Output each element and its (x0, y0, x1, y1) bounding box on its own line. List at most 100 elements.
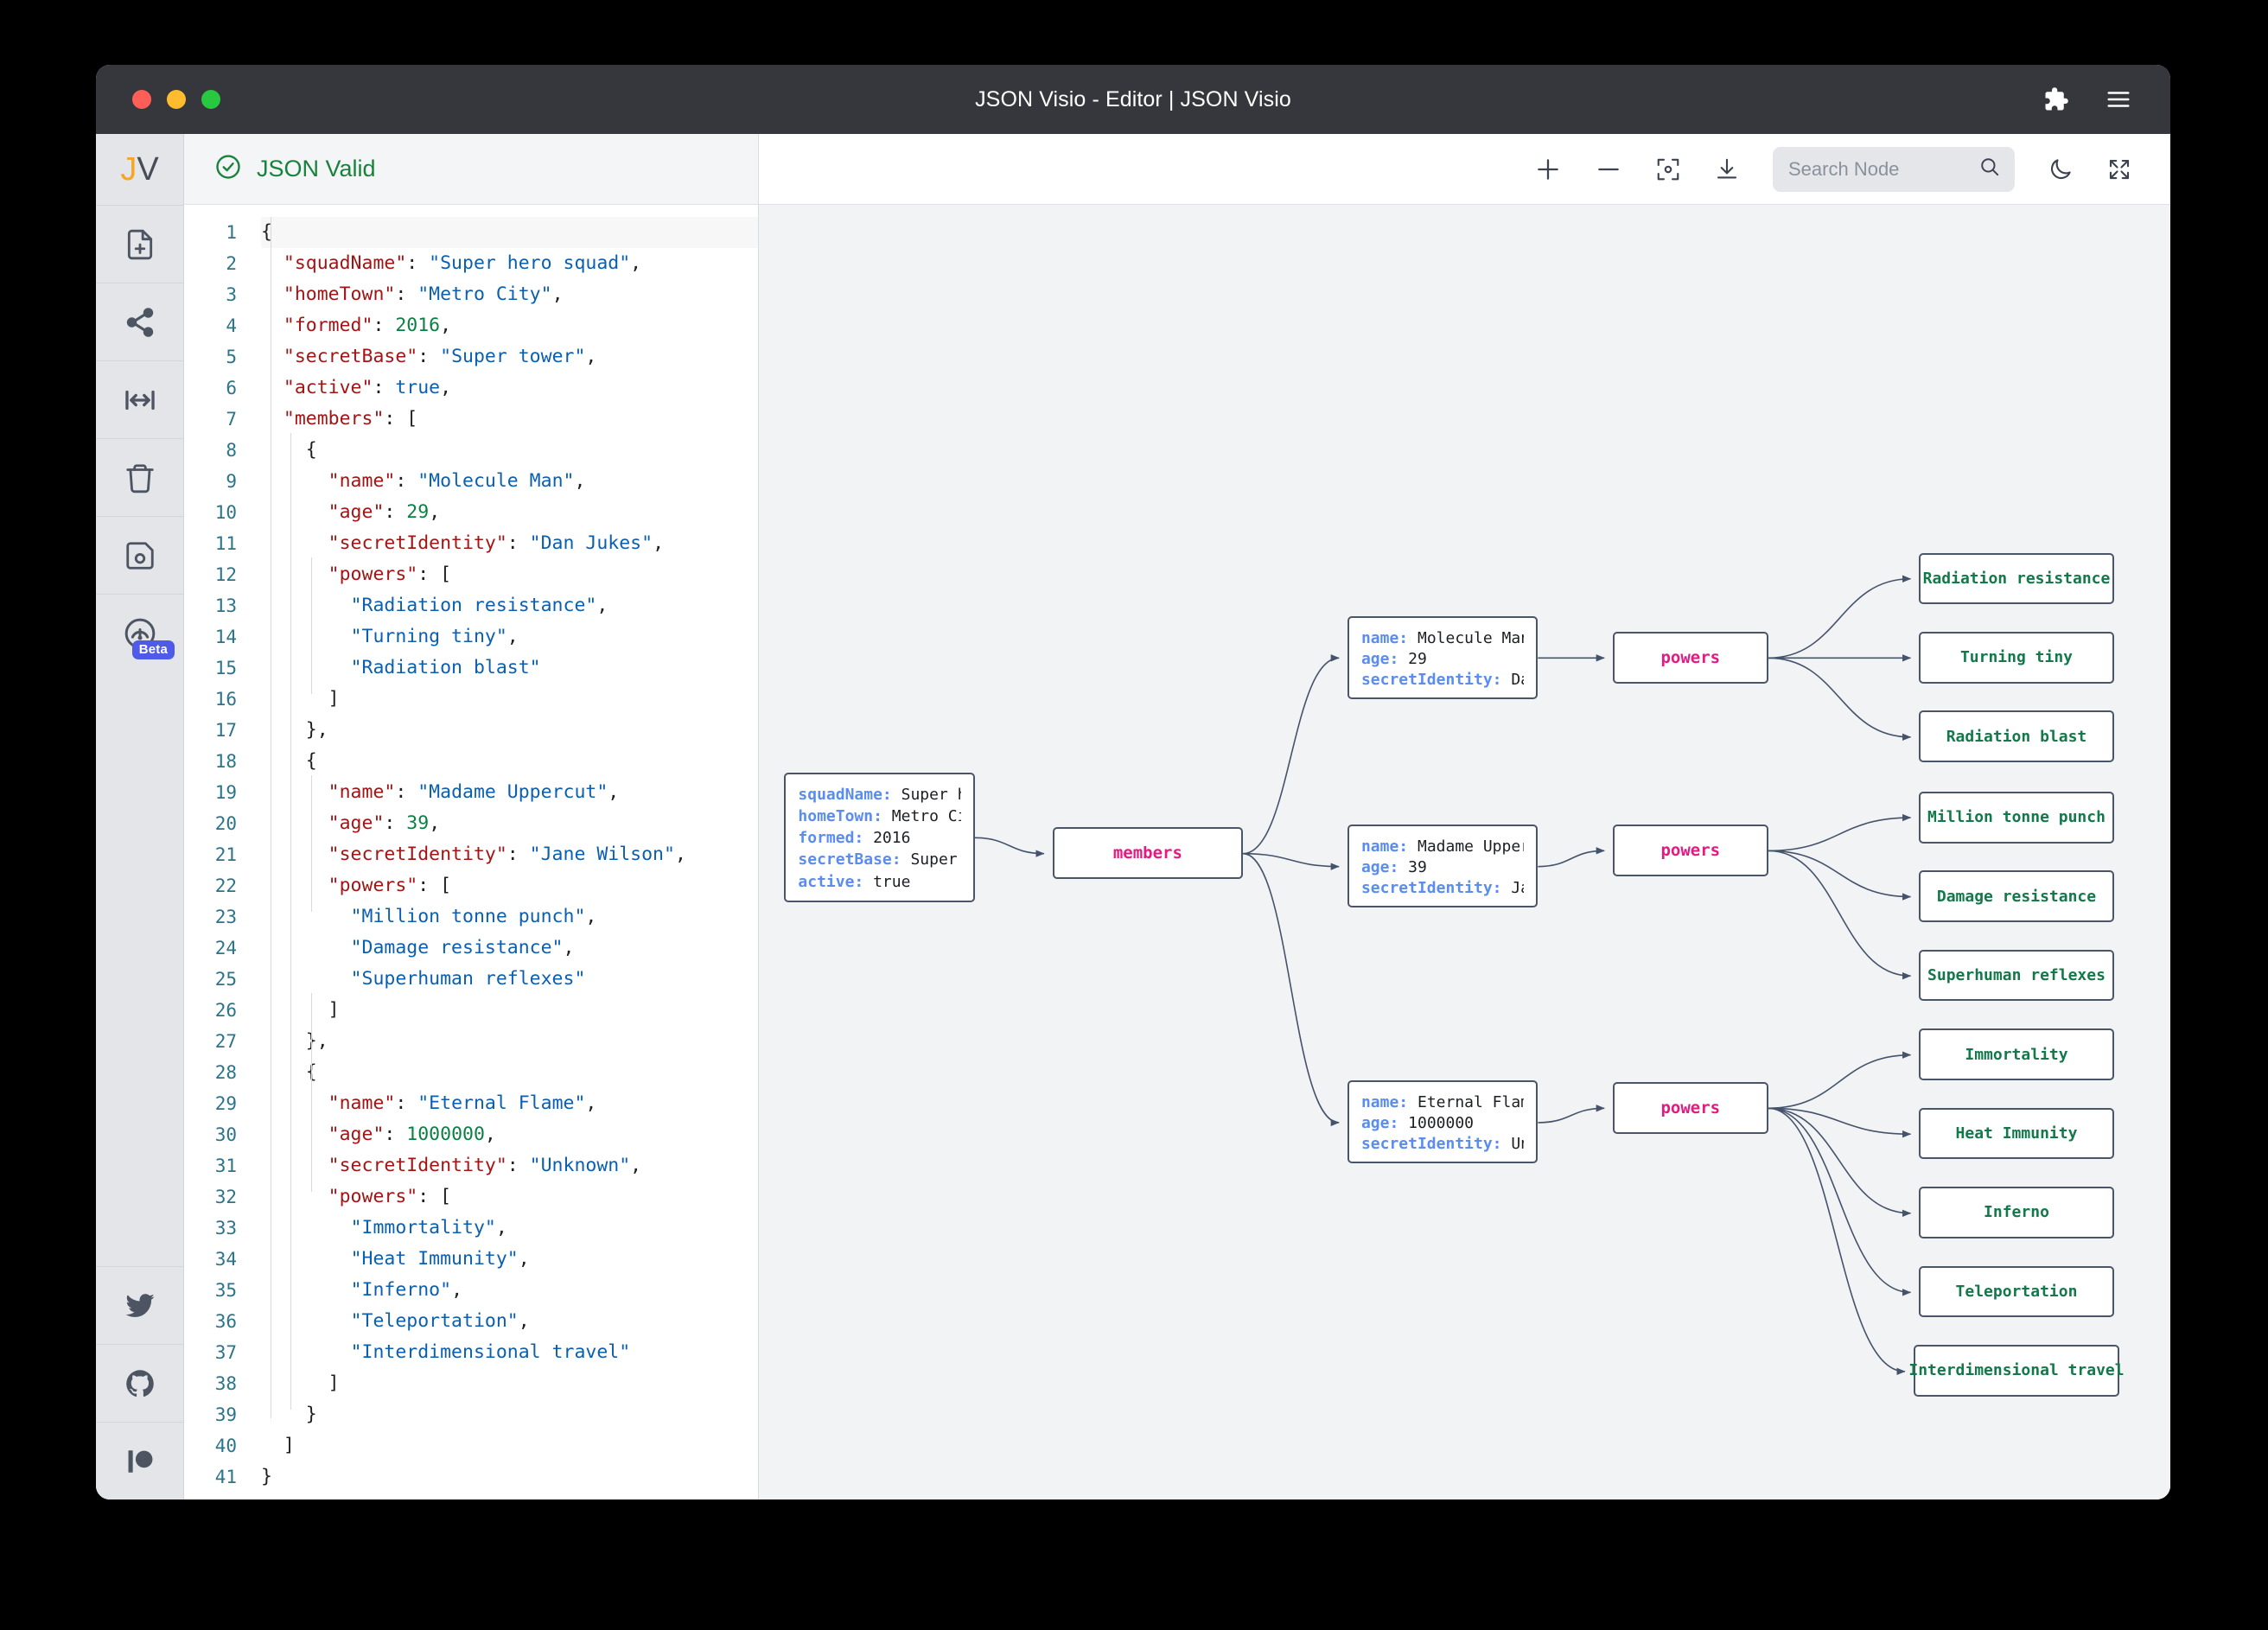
graph-node-leaf-label: Turning tiny (1959, 648, 2073, 667)
graph-node-leaf[interactable]: Damage resistance (1919, 870, 2114, 922)
fullscreen-button[interactable] (2106, 156, 2132, 182)
sidebar-item-save[interactable] (96, 516, 183, 594)
code-content[interactable]: { "squadName": "Super hero squad", "home… (249, 205, 758, 1499)
puzzle-icon[interactable] (2043, 86, 2069, 112)
code-line: "Inferno", (350, 1279, 463, 1301)
indent-guide (311, 993, 312, 1192)
graph-node-leaf[interactable]: Turning tiny (1919, 632, 2114, 684)
graph-node-leaf-label: Immortality (1965, 1045, 2068, 1064)
sidebar-item-delete[interactable] (96, 438, 183, 516)
graph-node-leaf[interactable]: Million tonne punch (1919, 791, 2114, 844)
graph-canvas[interactable]: squadName: Super hero…homeTown: Metro Ci… (759, 205, 2170, 1499)
graph-edge (1243, 854, 1341, 1129)
json-status-bar: JSON Valid (184, 134, 758, 205)
center-view-button[interactable] (1655, 156, 1681, 182)
graph-node-object[interactable]: name: Madame Uppercutage: 39 secretIdenti… (1347, 824, 1539, 908)
zoom-out-button[interactable] (1595, 156, 1622, 183)
graph-node-value: Unkno… (1511, 1135, 1524, 1154)
sidebar-item-share-graph[interactable] (96, 283, 183, 360)
graph-node-value: true (873, 872, 911, 891)
graph-node-value: 1000000 (1408, 1114, 1474, 1133)
graph-node-leaf[interactable]: Radiation blast (1919, 710, 2114, 763)
window-title: JSON Visio - Editor | JSON Visio (975, 86, 1291, 111)
code-line: "squadName": "Super hero squad", (283, 252, 642, 274)
traffic-lights (132, 90, 220, 109)
sidebar-item-patreon[interactable] (96, 1422, 183, 1499)
graph-node-object[interactable]: name: Eternal Flameage: 1000000secretIde… (1347, 1079, 1539, 1164)
graph-node-key-powers[interactable]: powers (1612, 1081, 1768, 1134)
code-line: "Superhuman reflexes" (350, 968, 586, 990)
zoom-in-button[interactable] (1534, 156, 1562, 183)
graph-node-leaf[interactable]: Radiation resistance (1919, 552, 2114, 605)
beta-badge: Beta (131, 640, 175, 659)
graph-node-key-members[interactable]: members (1052, 827, 1244, 880)
graph-node-key: secretBase: (798, 850, 911, 869)
close-window-button[interactable] (132, 90, 151, 109)
graph-node-row: name: Madame Uppercut (1361, 835, 1524, 856)
code-line: "secretIdentity": "Jane Wilson", (328, 844, 686, 865)
title-bar: JSON Visio - Editor | JSON Visio (96, 65, 2170, 134)
code-line: }, (305, 1030, 328, 1052)
search-node-box[interactable] (1773, 146, 2015, 192)
download-button[interactable] (1714, 156, 1740, 182)
code-line: "secretBase": "Super tower", (283, 346, 597, 367)
graph-edge (1768, 850, 1912, 983)
hamburger-menu-icon[interactable] (2106, 86, 2131, 112)
graph-edge (975, 837, 1045, 860)
graph-node-key: secretIdentity: (1360, 879, 1512, 898)
minimize-window-button[interactable] (167, 90, 186, 109)
graph-node-value: 29 (1408, 649, 1427, 668)
graph-node-value: Dan J… (1511, 671, 1524, 690)
graph-node-value: 39 (1408, 858, 1427, 877)
graph-node-row: age: 39 (1361, 856, 1524, 876)
sidebar-item-gauge-beta[interactable]: Beta (96, 594, 183, 672)
graph-node-row: active: true (798, 870, 960, 892)
sidebar-item-twitter[interactable] (96, 1266, 183, 1344)
graph-node-value: Super hero… (901, 786, 961, 805)
code-line: "powers": [ (328, 563, 452, 585)
graph-node-leaf[interactable]: Inferno (1919, 1187, 2114, 1238)
graph-node-key: formed: (798, 829, 874, 848)
graph-node-key: name: (1360, 837, 1418, 856)
indent-guide (290, 433, 291, 1410)
graph-node-key-powers[interactable]: powers (1612, 632, 1768, 684)
sidebar-item-github[interactable] (96, 1344, 183, 1422)
magnifier-icon[interactable] (1978, 156, 2001, 182)
graph-edge (1768, 1048, 1912, 1109)
graph-node-leaf[interactable]: Heat Immunity (1919, 1107, 2114, 1160)
graph-node-leaf[interactable]: Teleportation (1919, 1265, 2114, 1318)
code-line: "Turning tiny", (350, 626, 519, 647)
code-line: "Interdimensional travel" (350, 1341, 631, 1363)
graph-node-leaf[interactable]: Interdimensional travel (1908, 1345, 2125, 1397)
graph-edge (1768, 1108, 1912, 1299)
code-line: "members": [ (283, 408, 418, 430)
graph-node-leaf[interactable]: Superhuman reflexes (1919, 949, 2114, 1002)
graph-node-row: squadName: Super hero… (798, 783, 960, 805)
graph-node-row: secretIdentity: Unkno… (1361, 1132, 1524, 1153)
code-line: { (261, 1057, 758, 1088)
code-line: "name": "Eternal Flame", (328, 1092, 597, 1114)
sidebar-item-new-document[interactable] (96, 205, 183, 283)
graph-node-key-powers[interactable]: powers (1612, 824, 1768, 876)
sidebar-item-expand-width[interactable] (96, 360, 183, 438)
maximize-window-button[interactable] (201, 90, 220, 109)
graph-node-leaf[interactable]: Immortality (1919, 1028, 2114, 1080)
search-input[interactable] (1788, 157, 1972, 181)
code-line: "active": true, (283, 377, 452, 398)
theme-toggle-button[interactable] (2048, 156, 2074, 182)
check-circle-icon (215, 154, 241, 184)
graph-node-row: name: Eternal Flame (1361, 1091, 1524, 1111)
graph-node-row: formed: 2016 (798, 826, 960, 848)
code-line: "powers": [ (328, 875, 452, 896)
share-nodes-icon (124, 306, 156, 339)
graph-node-value: 2016 (873, 829, 911, 848)
arrows-horizontal-icon (124, 384, 156, 417)
graph-node-object[interactable]: squadName: Super hero…homeTown: Metro Ci… (784, 773, 975, 902)
graph-node-value: Metro City (891, 807, 961, 826)
